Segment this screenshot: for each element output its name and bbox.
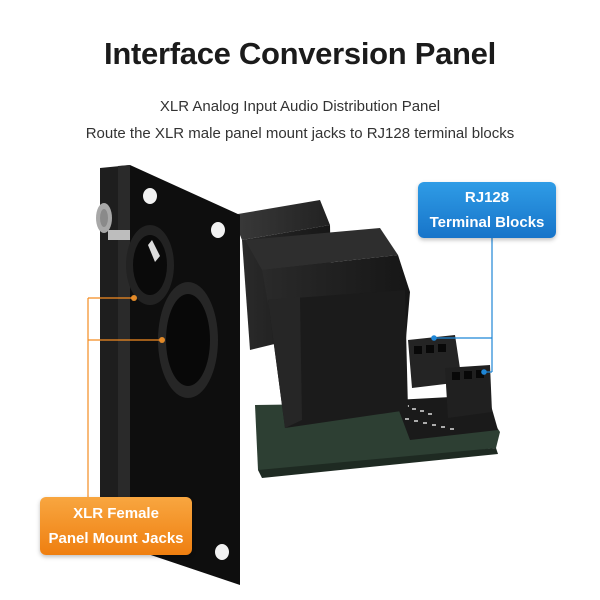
xlr-connector-bodies xyxy=(232,200,410,428)
thumb-screw xyxy=(96,203,130,240)
terminal-dot-2 xyxy=(481,369,487,375)
callout-terminal-line2: Terminal Blocks xyxy=(429,214,545,231)
callout-xlr-line1: XLR Female xyxy=(73,505,159,522)
callout-terminal-blocks: RJ128 Terminal Blocks xyxy=(418,182,556,238)
subtitle-line-1: XLR Analog Input Audio Distribution Pane… xyxy=(159,98,441,115)
page-title: Interface Conversion Panel xyxy=(104,36,496,71)
subtitle-line-2: Route the XLR male panel mount jacks to … xyxy=(85,125,515,142)
terminal-dot-1 xyxy=(431,335,437,341)
callout-line-xlr xyxy=(87,297,162,497)
callout-xlr-line2: Panel Mount Jacks xyxy=(48,530,184,547)
callout-xlr-jacks: XLR Female Panel Mount Jacks xyxy=(40,497,192,555)
terminal-blocks xyxy=(408,335,492,418)
callout-terminal-line1: RJ128 xyxy=(464,189,510,206)
xlr-sockets xyxy=(126,225,218,398)
